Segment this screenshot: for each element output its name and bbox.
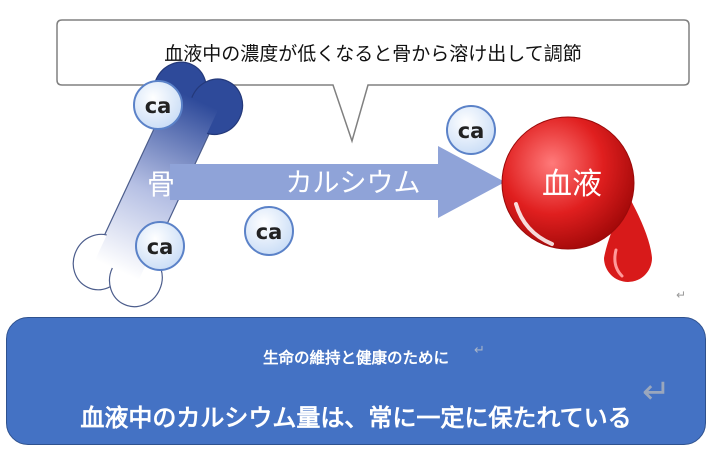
calcium-arrow [170,146,505,218]
calcium-ion: ca [446,105,496,155]
summary-main-text: 血液中のカルシウム量は、常に一定に保たれている [80,404,632,432]
blood-drop [501,116,652,282]
calcium-ion: ca [133,80,183,130]
speech-callout [56,19,690,144]
calcium-ion-label: ca [256,220,283,244]
blood-label: 血液 [542,167,602,202]
calcium-ion: ca [244,206,294,256]
calcium-ion: ca [135,221,185,271]
calcium-ion-label: ca [458,119,485,143]
paragraph-mark: ↵ [676,288,687,302]
summary-box: 生命の維持と健康のために 血液中のカルシウム量は、常に一定に保たれている [6,317,706,445]
calcium-ion-label: ca [145,94,172,118]
bone-shape [72,61,244,308]
paragraph-mark: ↵ [474,343,485,358]
bone-label: 骨 [147,168,175,201]
paragraph-mark: ↵ [642,372,671,412]
summary-subtitle: 生命の維持と健康のために [262,349,449,367]
arrow-label: カルシウム [286,168,421,199]
calcium-ion-label: ca [147,235,174,259]
calcium-diagram: 血液中の濃度が低くなると骨から溶け出して調節 カルシウム 骨 血液 ca ca … [56,19,690,308]
callout-text: 血液中の濃度が低くなると骨から溶け出して調節 [164,43,581,65]
